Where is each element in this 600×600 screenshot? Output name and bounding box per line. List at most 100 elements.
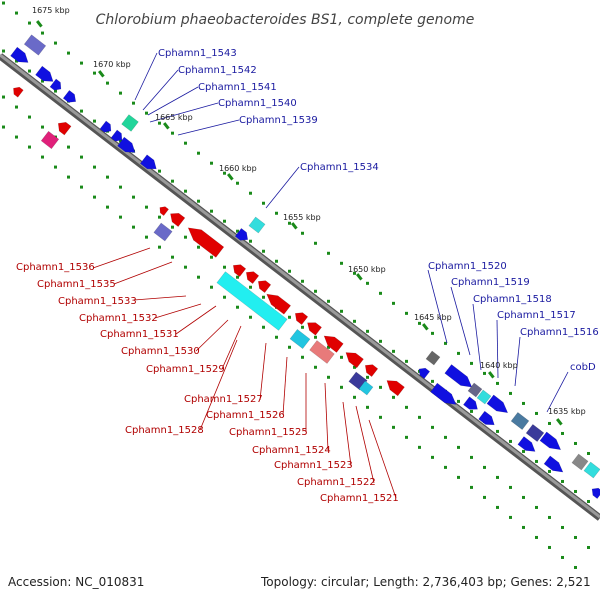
- gene-label-cphamn1-1539[interactable]: Cphamn1_1539: [239, 115, 318, 126]
- gene-arrow-shape: [294, 312, 309, 325]
- tick-mark: [574, 489, 577, 493]
- tick-mark: [522, 449, 525, 453]
- tick-mark: [249, 315, 252, 319]
- gene-label-cphamn1-1540[interactable]: Cphamn1_1540: [218, 98, 297, 109]
- gene-label-cphamn1-1526[interactable]: Cphamn1_1526: [206, 410, 285, 421]
- tick-mark: [275, 259, 278, 263]
- tick-mark: [418, 445, 421, 449]
- tick-mark: [2, 95, 5, 99]
- gene-arrow-shape: [170, 212, 186, 227]
- tick-mark: [301, 279, 304, 283]
- leader-line: [199, 339, 238, 431]
- gene-label-cphamn1-1516[interactable]: Cphamn1_1516: [520, 327, 599, 338]
- tick-mark: [587, 545, 590, 549]
- gene-arrow-shape: [444, 364, 473, 388]
- gene-arrow-shape: [543, 455, 564, 473]
- gene-arrow-shape: [345, 352, 364, 369]
- gene-arrow-shape: [159, 206, 169, 216]
- scale-label: 1640 kbp: [480, 361, 518, 370]
- gene-label-cphamn1-1531[interactable]: Cphamn1_1531: [100, 329, 179, 340]
- gene-label-cphamn1-1541[interactable]: Cphamn1_1541: [198, 82, 277, 93]
- reverse-gene-arrow: [386, 380, 405, 397]
- gene-label-cphamn1-1524[interactable]: Cphamn1_1524: [252, 445, 331, 456]
- gene-label-cphamn1-1517[interactable]: Cphamn1_1517: [497, 310, 576, 321]
- leader-line: [368, 419, 397, 499]
- gene-label-cphamn1-1521[interactable]: Cphamn1_1521: [320, 493, 399, 504]
- tick-mark: [405, 311, 408, 315]
- tick-mark: [93, 165, 96, 169]
- gene-label-cobd[interactable]: cobD: [570, 362, 596, 373]
- tick-mark: [106, 175, 109, 179]
- tick-mark: [340, 355, 343, 359]
- gene-label-cphamn1-1534[interactable]: Cphamn1_1534: [300, 162, 379, 173]
- tick-mark: [223, 219, 226, 223]
- gene-arrow-shape: [35, 65, 54, 82]
- tick-mark: [184, 189, 187, 193]
- tick-mark: [119, 215, 122, 219]
- gene-label-cphamn1-1519[interactable]: Cphamn1_1519: [451, 277, 530, 288]
- tick-mark: [80, 155, 83, 159]
- gene-label-cphamn1-1536[interactable]: Cphamn1_1536: [16, 262, 95, 273]
- reverse-gene-arrow: [307, 322, 322, 336]
- feature-box: [467, 382, 483, 398]
- tick-mark: [392, 395, 395, 399]
- tick-mark: [340, 385, 343, 389]
- tick-mark: [379, 385, 382, 389]
- gene-label-cphamn1-1525[interactable]: Cphamn1_1525: [229, 427, 308, 438]
- tick-mark: [483, 465, 486, 469]
- tick-mark: [223, 295, 226, 299]
- tick-mark: [54, 165, 57, 169]
- tick-mark: [171, 131, 174, 135]
- tick-mark: [561, 431, 564, 435]
- tick-mark: [132, 225, 135, 229]
- tick-mark: [288, 221, 291, 225]
- gene-label-cphamn1-1518[interactable]: Cphamn1_1518: [473, 294, 552, 305]
- gene-label-cphamn1-1527[interactable]: Cphamn1_1527: [184, 394, 263, 405]
- gene-label-cphamn1-1529[interactable]: Cphamn1_1529: [146, 364, 225, 375]
- tick-mark: [158, 215, 161, 219]
- leader-line: [175, 305, 217, 335]
- scale-tick: [355, 273, 363, 281]
- feature-box: [289, 329, 311, 349]
- gene-label-cphamn1-1522[interactable]: Cphamn1_1522: [297, 477, 376, 488]
- tick-mark: [561, 479, 564, 483]
- gene-arrow-shape: [10, 46, 29, 63]
- gene-label-cphamn1-1532[interactable]: Cphamn1_1532: [79, 313, 158, 324]
- tick-mark: [2, 125, 5, 129]
- tick-mark: [457, 351, 460, 355]
- gene-label-cphamn1-1530[interactable]: Cphamn1_1530: [121, 346, 200, 357]
- feature-box: [583, 461, 600, 479]
- tick-mark: [197, 275, 200, 279]
- gene-label-cphamn1-1533[interactable]: Cphamn1_1533: [58, 296, 137, 307]
- tick-mark: [28, 115, 31, 119]
- tick-mark: [431, 455, 434, 459]
- tick-mark: [184, 265, 187, 269]
- leader-line: [514, 336, 521, 387]
- forward-gene-arrow: [591, 487, 600, 499]
- tick-mark: [509, 485, 512, 489]
- tick-mark: [236, 305, 239, 309]
- tick-mark: [444, 465, 447, 469]
- tick-mark: [2, 1, 5, 5]
- feature-box: [248, 216, 266, 234]
- gene-arrow-shape: [99, 120, 112, 133]
- gene-label-cphamn1-1523[interactable]: Cphamn1_1523: [274, 460, 353, 471]
- reverse-gene-arrow: [13, 86, 24, 98]
- gene-arrow-shape: [323, 335, 344, 353]
- gene-label-cphamn1-1535[interactable]: Cphamn1_1535: [37, 279, 116, 290]
- reverse-gene-arrow: [257, 280, 272, 293]
- gene-arrow-shape: [245, 271, 260, 284]
- scale-labels: 1675 kbp 1670 kbp 1665 kbp 1660 kbp 1655…: [32, 6, 586, 416]
- forward-gene-arrow: [418, 367, 431, 379]
- gene-label-cphamn1-1543[interactable]: Cphamn1_1543: [158, 48, 237, 59]
- gene-label-cphamn1-1528[interactable]: Cphamn1_1528: [125, 425, 204, 436]
- tick-mark: [301, 325, 304, 329]
- tick-mark: [353, 271, 356, 275]
- gene-label-cphamn1-1542[interactable]: Cphamn1_1542: [178, 65, 257, 76]
- tick-mark: [444, 435, 447, 439]
- gene-arrow-shape: [232, 264, 247, 277]
- gene-label-cphamn1-1520[interactable]: Cphamn1_1520: [428, 261, 507, 272]
- tick-mark: [561, 525, 564, 529]
- tick-mark: [496, 429, 499, 433]
- reverse-gene-arrow: [57, 122, 72, 136]
